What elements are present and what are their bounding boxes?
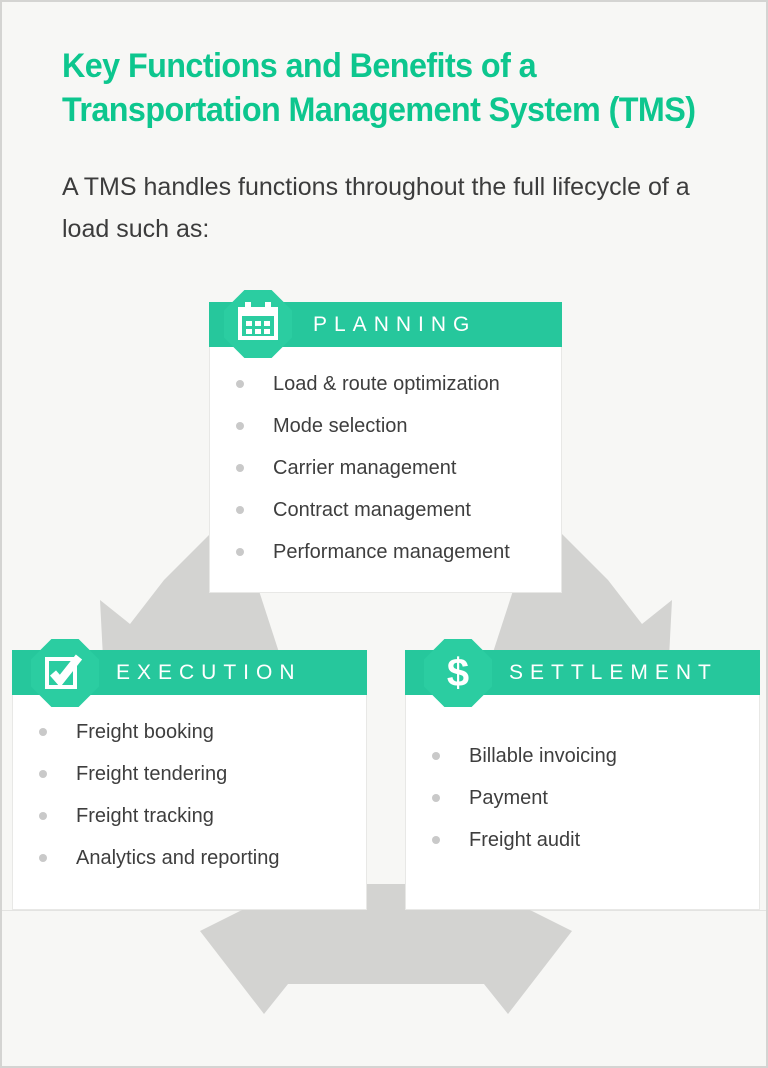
execution-card: Freight booking Freight tendering Freigh… (12, 695, 367, 910)
bullet-icon (236, 380, 244, 388)
bullet-icon (432, 836, 440, 844)
list-item: Load & route optimization (210, 363, 561, 405)
planning-badge (224, 290, 292, 358)
execution-item-list: Freight booking Freight tendering Freigh… (13, 695, 366, 879)
calendar-icon (236, 301, 280, 347)
list-item-label: Billable invoicing (469, 744, 617, 767)
execution-badge (31, 639, 99, 707)
settlement-badge: $ (424, 639, 492, 707)
list-item-label: Analytics and reporting (76, 846, 280, 869)
settlement-card: Billable invoicing Payment Freight audit (405, 695, 760, 910)
bullet-icon (39, 728, 47, 736)
list-item-label: Mode selection (273, 414, 408, 437)
list-item: Freight booking (13, 711, 366, 753)
intro-text: A TMS handles functions throughout the f… (62, 173, 690, 243)
planning-card: Load & route optimization Mode selection… (209, 347, 562, 593)
planning-item-list: Load & route optimization Mode selection… (210, 347, 561, 573)
arrow-execution-settlement-bidirectional (200, 884, 572, 1014)
list-item: Analytics and reporting (13, 837, 366, 879)
list-item: Billable invoicing (406, 735, 759, 777)
list-item-label: Freight tendering (76, 762, 228, 785)
list-item-label: Freight audit (469, 828, 581, 851)
list-item: Freight audit (406, 819, 759, 861)
settlement-header-label: SETTLEMENT (509, 660, 718, 684)
bullet-icon (236, 464, 244, 472)
bullet-icon (39, 812, 47, 820)
execution-header-label: EXECUTION (116, 660, 302, 684)
bullet-icon (236, 422, 244, 430)
page-title-line1: Key Functions and Benefits of a (62, 47, 537, 85)
list-item-label: Load & route optimization (273, 372, 500, 395)
list-item: Carrier management (210, 447, 561, 489)
list-item: Performance management (210, 531, 561, 573)
list-item: Freight tendering (13, 753, 366, 795)
bullet-icon (39, 770, 47, 778)
bullet-icon (432, 794, 440, 802)
list-item-label: Carrier management (273, 456, 457, 479)
list-item-label: Freight booking (76, 720, 214, 743)
checkmark-box-icon (43, 649, 87, 698)
list-item-label: Freight tracking (76, 804, 214, 827)
list-item-label: Contract management (273, 498, 471, 521)
list-item: Payment (406, 777, 759, 819)
planning-header-label: PLANNING (313, 312, 477, 336)
settlement-item-list: Billable invoicing Payment Freight audit (406, 695, 759, 861)
page-title: Key Functions and Benefits of a Transpor… (62, 44, 696, 132)
bullet-icon (236, 548, 244, 556)
page-title-line2: Transportation Management System (TMS) (62, 91, 696, 129)
list-item: Contract management (210, 489, 561, 531)
dollar-icon: $ (446, 651, 470, 695)
list-item: Freight tracking (13, 795, 366, 837)
bullet-icon (236, 506, 244, 514)
bullet-icon (39, 854, 47, 862)
list-item-label: Performance management (273, 540, 510, 563)
bullet-icon (432, 752, 440, 760)
list-item-label: Payment (469, 786, 548, 809)
list-item: Mode selection (210, 405, 561, 447)
